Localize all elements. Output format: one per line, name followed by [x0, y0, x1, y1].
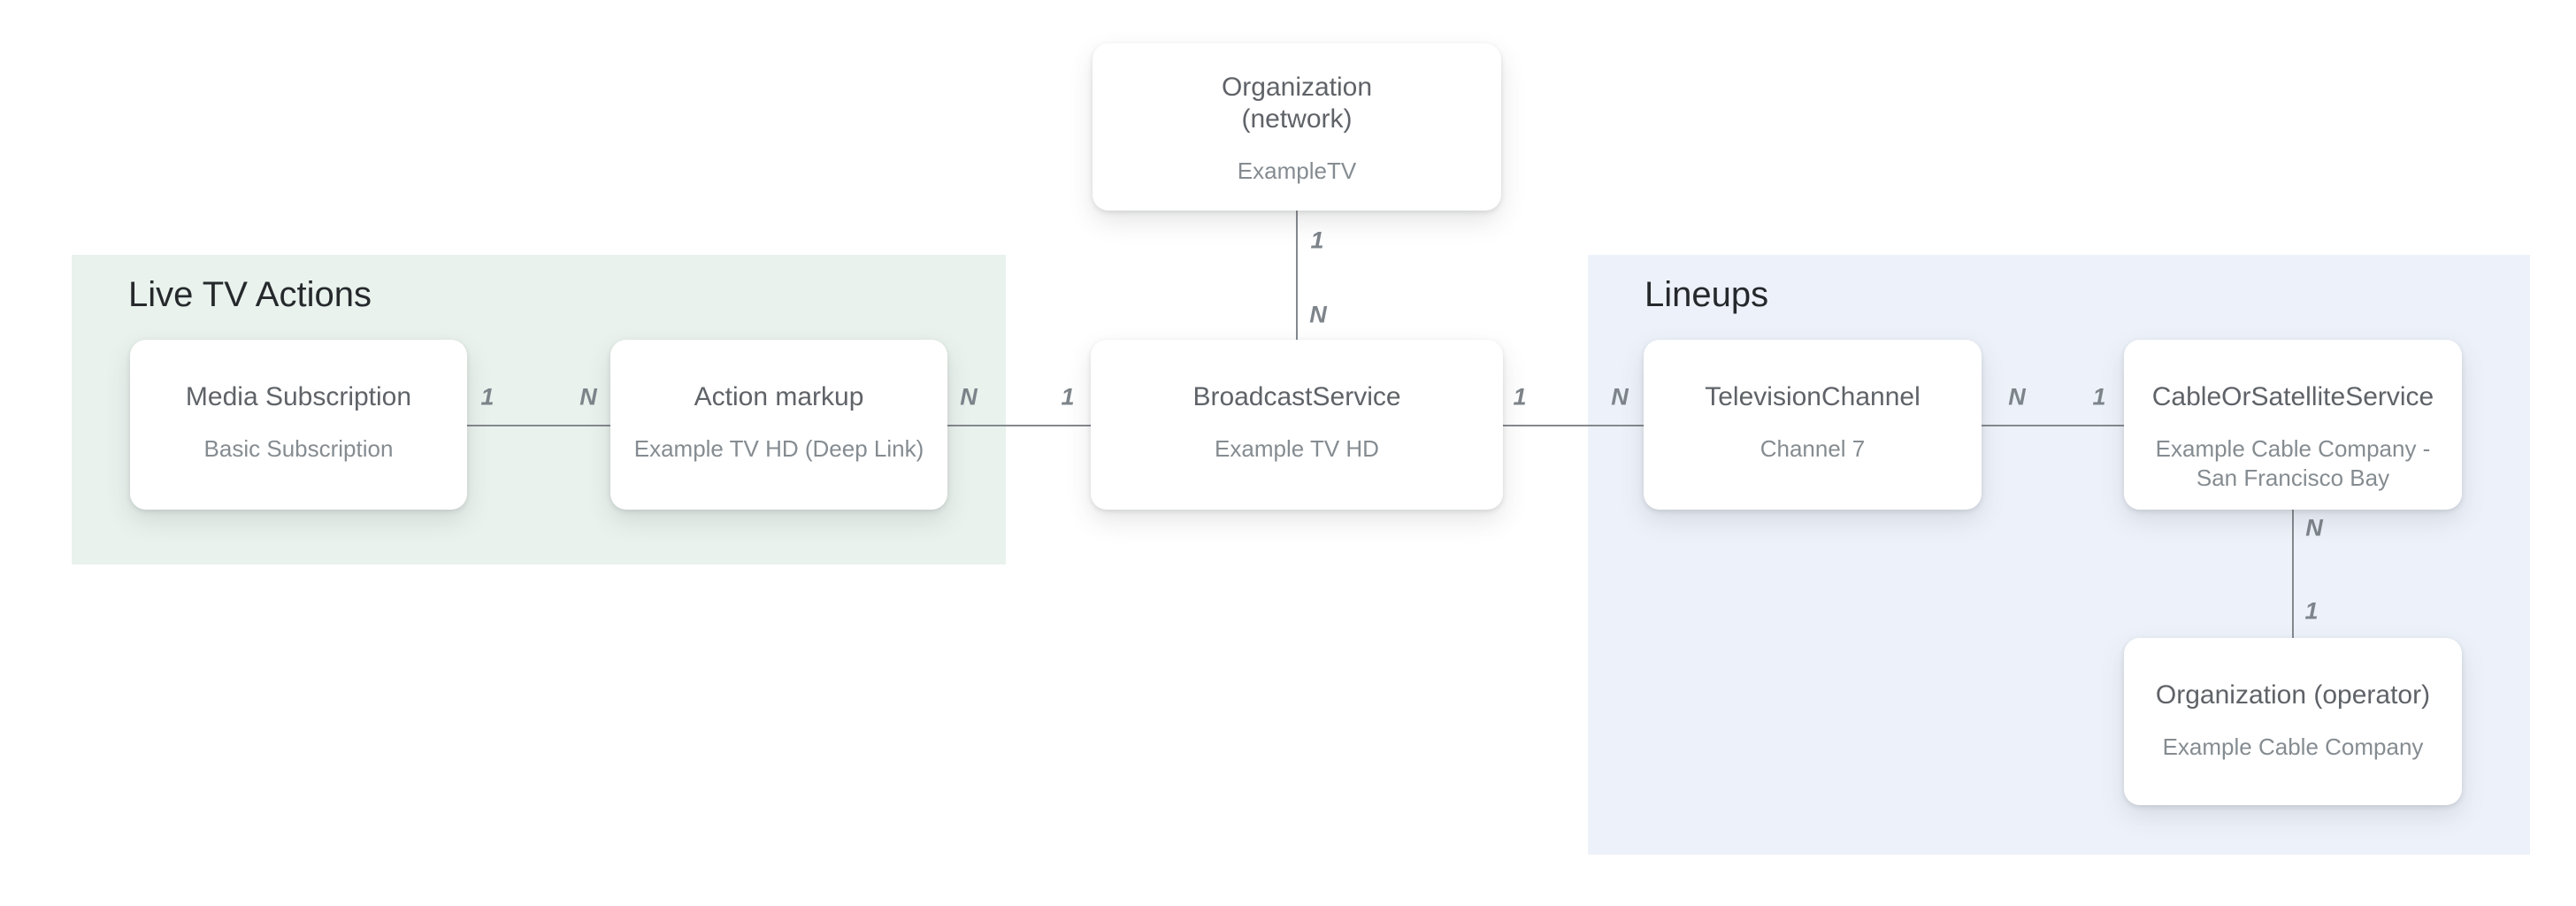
region-lineups-title: Lineups: [1644, 275, 1769, 314]
node-television-channel: TelevisionChannel Channel 7: [1644, 340, 1982, 510]
cardinality-label: N: [1309, 301, 1327, 328]
node-title: BroadcastService: [1192, 382, 1401, 411]
node-title: TelevisionChannel: [1705, 382, 1920, 411]
cardinality-label: 1: [480, 383, 494, 411]
cardinality-label: N: [2305, 514, 2323, 541]
node-broadcast-service: BroadcastService Example TV HD: [1091, 340, 1503, 510]
node-action-markup: Action markup Example TV HD (Deep Link): [610, 340, 947, 510]
edge-org-network-broadcast-service: [1296, 211, 1298, 340]
node-subtitle: Example Cable Company: [2162, 733, 2424, 760]
cardinality-label: N: [579, 383, 597, 411]
cardinality-label: 1: [2092, 383, 2106, 411]
cardinality-label: 1: [2304, 597, 2319, 625]
node-subtitle: ExampleTV: [1237, 157, 1357, 184]
node-title: Action markup: [694, 382, 864, 411]
node-title: Organization (network): [1221, 73, 1373, 134]
node-organization-network: Organization (network) ExampleTV: [1092, 43, 1501, 211]
cardinality-label: 1: [1513, 383, 1527, 411]
edge-media-subscription-action-markup: [467, 425, 610, 426]
node-title: CableOrSatelliteService: [2151, 382, 2434, 411]
cardinality-label: N: [960, 383, 978, 411]
node-subtitle: Basic Subscription: [203, 435, 394, 462]
cardinality-label: N: [2008, 383, 2026, 411]
edge-cable-service-org-operator: [2292, 510, 2294, 638]
node-cable-or-satellite-service: CableOrSatelliteService Example Cable Co…: [2124, 340, 2462, 510]
node-subtitle: Channel 7: [1760, 435, 1866, 462]
cardinality-label: 1: [1061, 383, 1075, 411]
node-subtitle: Example TV HD: [1215, 435, 1379, 462]
node-media-subscription: Media Subscription Basic Subscription: [130, 340, 467, 510]
edge-broadcast-service-television-channel: [1503, 425, 1644, 426]
node-title: Organization (operator): [2155, 680, 2431, 710]
edge-television-channel-cable-service: [1982, 425, 2124, 426]
region-live-tv-actions-title: Live TV Actions: [128, 275, 372, 314]
cardinality-label: 1: [1310, 226, 1324, 254]
node-title: Media Subscription: [185, 382, 412, 411]
node-subtitle: Example TV HD (Deep Link): [633, 435, 924, 462]
node-subtitle: Example Cable Company - San Francisco Ba…: [2155, 435, 2431, 491]
node-organization-operator: Organization (operator) Example Cable Co…: [2124, 638, 2462, 805]
edge-action-markup-broadcast-service: [947, 425, 1091, 426]
cardinality-label: N: [1611, 383, 1629, 411]
